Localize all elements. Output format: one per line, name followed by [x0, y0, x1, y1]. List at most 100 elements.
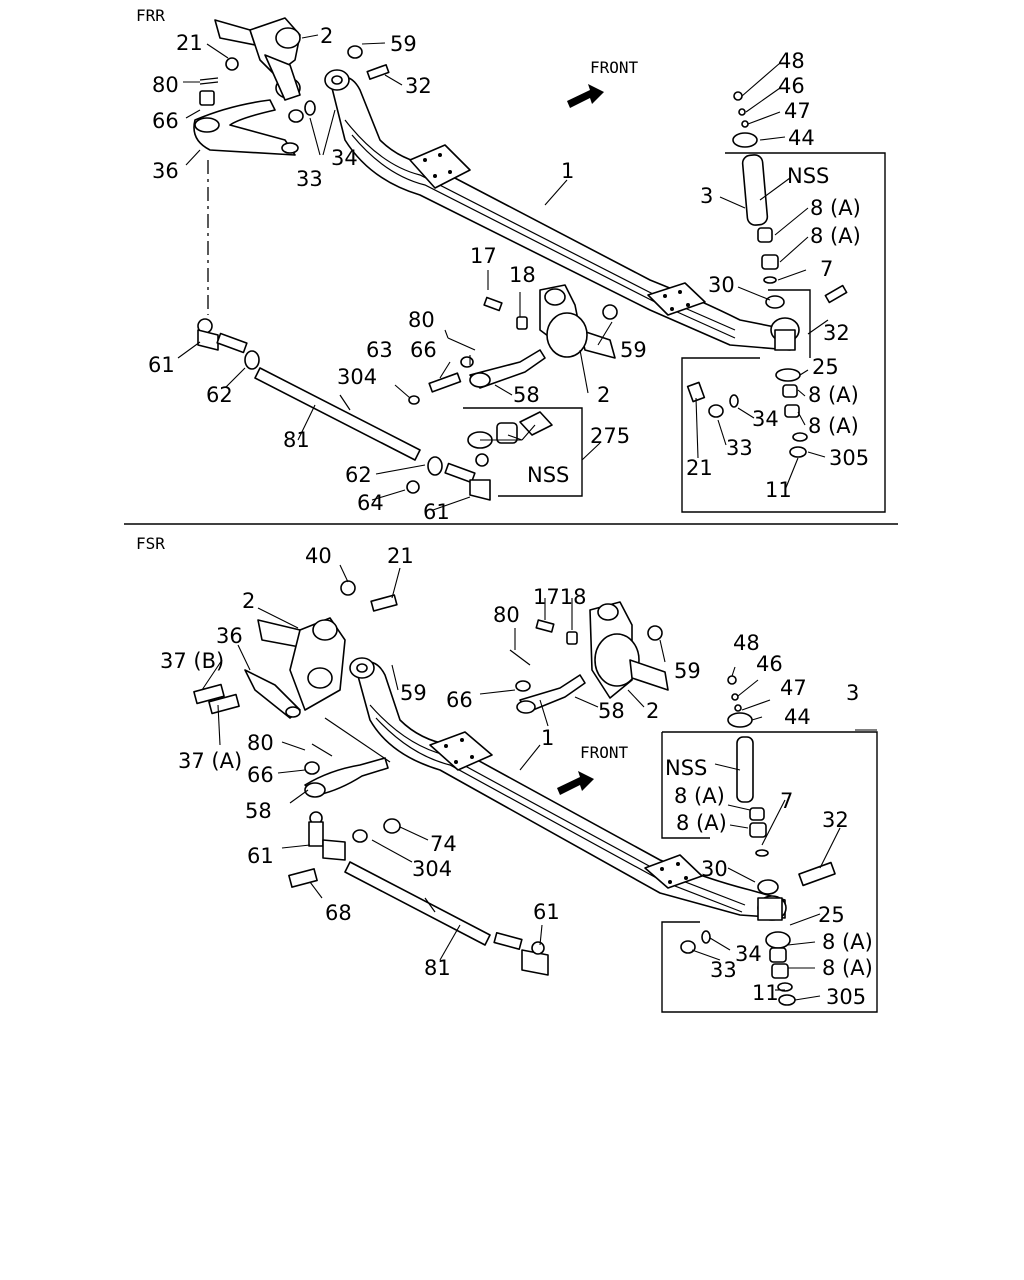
- fsr-tie-rod: [288, 811, 549, 976]
- fsr-callout: 37 (B): [160, 649, 224, 673]
- frr-callout: 33: [726, 436, 753, 460]
- frr-callout: 61: [148, 353, 175, 377]
- frr-callout: 62: [206, 383, 233, 407]
- fsr-callout: 8 (A): [822, 930, 873, 954]
- frr-callout: 25: [812, 355, 839, 379]
- frr-front-arrow-icon: [567, 84, 604, 108]
- frr-callout: 18: [509, 263, 536, 287]
- fsr-callout: 21: [387, 544, 414, 568]
- fsr-callout: 3: [846, 681, 859, 705]
- frr-knuckle-left: [214, 17, 301, 101]
- frr-callout: 59: [390, 32, 417, 56]
- frr-callout: 305: [829, 446, 869, 470]
- frr-callout: 21: [686, 456, 713, 480]
- frr-callout: 275: [590, 424, 630, 448]
- fsr-knuckle-left: [193, 580, 398, 719]
- frr-front-label: FRONT: [590, 58, 639, 77]
- frr-callout: 8 (A): [808, 383, 859, 407]
- fsr-callout: 46: [756, 652, 783, 676]
- fsr-callout: 58: [598, 699, 625, 723]
- fsr-callout: 304: [412, 857, 452, 881]
- fsr-box-3: [661, 731, 878, 1013]
- frr-assembly: FRONT 2 21 59 80 32 66: [148, 17, 886, 524]
- frr-callout: 66: [152, 109, 179, 133]
- frr-callout: 47: [784, 99, 811, 123]
- fsr-callout: 32: [822, 808, 849, 832]
- frr-callout: 34: [331, 146, 358, 170]
- fsr-callout: 25: [818, 903, 845, 927]
- fsr-callout: 47: [780, 676, 807, 700]
- fsr-callout: 8 (A): [822, 956, 873, 980]
- frr-callout: 81: [283, 428, 310, 452]
- fsr-callout: 59: [400, 681, 427, 705]
- fsr-callout: 2: [646, 699, 659, 723]
- fsr-callout: 61: [247, 844, 274, 868]
- fsr-leaders: [201, 564, 877, 1001]
- fsr-callout: 66: [446, 688, 473, 712]
- frr-callout: NSS: [527, 463, 569, 487]
- fsr-callout: 8 (A): [674, 784, 725, 808]
- fsr-callout: 58: [245, 799, 272, 823]
- frr-callout: 32: [823, 321, 850, 345]
- frr-leaders: [177, 34, 829, 511]
- frr-callout: 7: [820, 257, 833, 281]
- fsr-callout: 2: [242, 589, 255, 613]
- fsr-callout: 81: [424, 956, 451, 980]
- frr-callout: 36: [152, 159, 179, 183]
- section-label-frr: FRR: [136, 6, 165, 25]
- section-label-fsr: FSR: [136, 534, 165, 553]
- frr-callout: 3: [700, 184, 713, 208]
- fsr-callout: 80: [247, 731, 274, 755]
- frr-callout: 32: [405, 74, 432, 98]
- fsr-callout: 33: [710, 958, 737, 982]
- frr-callout: 80: [408, 308, 435, 332]
- fsr-assembly: 40 21 2 80 1718 36 59 37 (B) 59 66 58 2 …: [160, 544, 878, 1013]
- fsr-callout: 66: [247, 763, 274, 787]
- frr-box-3: [681, 152, 886, 513]
- frr-callout: 44: [788, 126, 815, 150]
- frr-callout: 58: [513, 383, 540, 407]
- frr-callout: 8 (A): [810, 224, 861, 248]
- fsr-callout: 8 (A): [676, 811, 727, 835]
- frr-callout: 61: [423, 500, 450, 524]
- frr-axle-beam: [324, 69, 791, 351]
- fsr-knuckle-right: [535, 601, 669, 699]
- fsr-front-arrow-icon: [557, 771, 594, 795]
- frr-callout: 63: [366, 338, 393, 362]
- fsr-callout: 36: [216, 624, 243, 648]
- fsr-callout: 74: [430, 832, 457, 856]
- frr-callout: 48: [778, 49, 805, 73]
- fsr-callout: 80: [493, 603, 520, 627]
- frr-labels: 2 21 59 80 32 66 36 33 34 48 46 47 44 NS…: [148, 24, 869, 524]
- fsr-labels: 40 21 2 80 1718 36 59 37 (B) 59 66 58 2 …: [160, 544, 873, 1009]
- frr-callout: NSS: [787, 164, 829, 188]
- frr-callout: 2: [320, 24, 333, 48]
- frr-callout: 8 (A): [808, 414, 859, 438]
- frr-callout: 34: [752, 407, 779, 431]
- frr-callout: 304: [337, 365, 377, 389]
- frr-callout: 8 (A): [810, 196, 861, 220]
- fsr-callout: 30: [701, 857, 728, 881]
- frr-box-275: [463, 407, 583, 497]
- fsr-callout: 40: [305, 544, 332, 568]
- fsr-axle-beam: [349, 657, 786, 919]
- frr-callout: 64: [357, 491, 384, 515]
- fsr-callout: NSS: [665, 756, 707, 780]
- frr-callout: 59: [620, 338, 647, 362]
- frr-callout: 11: [765, 478, 792, 502]
- fsr-callout: 305: [826, 985, 866, 1009]
- frr-tie-rod: [197, 318, 491, 501]
- frr-steering-arm: [193, 90, 299, 156]
- frr-callout: 2: [597, 383, 610, 407]
- frr-callout: 21: [176, 31, 203, 55]
- fsr-callout: 68: [325, 901, 352, 925]
- fsr-callout: 37 (A): [178, 749, 242, 773]
- frr-callout: 46: [778, 74, 805, 98]
- fsr-callout: 44: [784, 705, 811, 729]
- fsr-front-label: FRONT: [580, 743, 629, 762]
- fsr-callout: 48: [733, 631, 760, 655]
- fsr-callout: 61: [533, 900, 560, 924]
- fsr-callout: 11: [752, 981, 779, 1005]
- frr-callout: 30: [708, 273, 735, 297]
- frr-callout: 80: [152, 73, 179, 97]
